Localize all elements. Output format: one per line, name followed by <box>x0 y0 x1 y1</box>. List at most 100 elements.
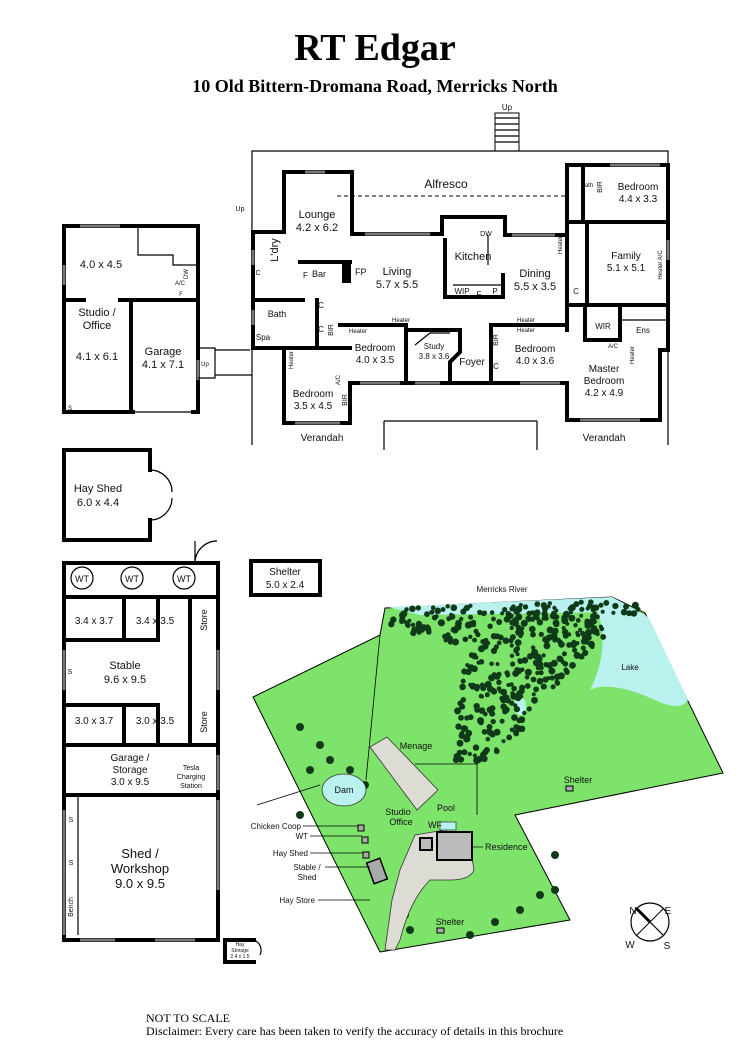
verandah-left-label: Verandah <box>301 433 344 444</box>
tree-icon <box>511 714 518 721</box>
tree-icon <box>561 626 566 631</box>
tree-icon <box>520 619 528 627</box>
tree-icon <box>399 618 405 624</box>
studio-site-label-2: Office <box>389 817 412 827</box>
tree-icon <box>468 614 474 620</box>
tree-icon <box>489 661 494 667</box>
tree-icon <box>456 739 464 747</box>
tree-icon <box>459 703 466 710</box>
tree-icon <box>516 906 524 914</box>
tree-icon <box>575 641 580 646</box>
tree-icon <box>499 718 505 724</box>
tree-icon <box>552 605 557 611</box>
tree-icon <box>515 624 522 631</box>
fireplace-icon <box>342 263 351 283</box>
tree-icon <box>623 603 630 610</box>
compass-e: E <box>665 906 672 917</box>
tree-icon <box>509 606 515 612</box>
tree-icon <box>509 625 514 631</box>
room-living-name: Living <box>383 266 412 278</box>
tree-icon <box>575 618 581 623</box>
menage-arena <box>369 736 439 811</box>
tree-icon <box>409 605 416 613</box>
lake-water <box>590 609 688 706</box>
tree-icon <box>538 670 544 676</box>
tree-icon <box>540 602 547 609</box>
tree-icon <box>590 613 597 621</box>
cupboard-family-label: C <box>573 287 579 296</box>
room-lounge-name: Lounge <box>299 209 336 221</box>
tree-icon <box>551 851 559 859</box>
wt-label: WT <box>177 574 191 584</box>
studio-dw-label: DW <box>184 269 190 279</box>
heater-master-label: Heater <box>630 346 636 364</box>
tree-icon <box>455 723 462 730</box>
tree-icon <box>469 682 477 690</box>
up-label-left: Up <box>236 206 245 213</box>
tree-icon <box>460 608 467 615</box>
tree-icon <box>530 631 536 638</box>
heater-dining-south-label: Heater <box>517 318 535 324</box>
main-house-plan: Up <box>251 103 670 450</box>
studio-garage-name: Garage <box>145 346 182 358</box>
foyer-label: Foyer <box>459 357 485 368</box>
tree-icon <box>406 926 414 934</box>
stairs-up-label: Up <box>502 103 513 112</box>
tree-icon <box>496 640 502 646</box>
room-bedroom-sw-size: 3.5 x 4.5 <box>294 401 333 412</box>
heater-living-label: Heater <box>392 318 410 324</box>
tree-icon <box>458 732 465 739</box>
tree-icon <box>414 625 422 633</box>
tree-icon <box>584 634 592 641</box>
tree-icon <box>524 668 533 676</box>
tree-icon <box>511 685 517 692</box>
stairs <box>494 112 520 152</box>
wf-label: WF <box>428 820 442 830</box>
tree-icon <box>562 661 569 667</box>
stall-size: 3.0 x 3.5 <box>136 716 175 727</box>
wt-site-label: WT <box>296 832 309 841</box>
tree-icon <box>514 639 522 646</box>
tree-icon <box>517 658 524 665</box>
tree-icon <box>513 706 521 713</box>
kitchen-fridge-label: F <box>477 290 482 299</box>
water-tank-icon <box>172 566 196 590</box>
tree-icon <box>543 642 551 650</box>
tree-icon <box>543 662 549 668</box>
shed-name2: Workshop <box>111 861 169 876</box>
compass-s: S <box>664 941 671 952</box>
room-master-name2: Bedroom <box>584 376 625 387</box>
heater-sw-label: Heater <box>289 351 295 369</box>
tree-icon <box>517 667 523 673</box>
tree-icon <box>468 634 473 639</box>
heater-ac-family-label: Heater A/C <box>658 250 664 280</box>
tree-icon <box>535 670 540 676</box>
store-label: Store <box>199 609 209 631</box>
tree-icon <box>500 611 505 616</box>
tree-icon <box>529 625 536 633</box>
site-plan: Merricks River Lake Menage Dam Shelter S… <box>251 585 724 953</box>
tree-icon <box>434 614 439 619</box>
tree-icon <box>600 634 607 640</box>
tree-icon <box>460 725 468 732</box>
tree-cluster <box>296 599 641 939</box>
room-bedroom-mid-l-name: Bedroom <box>355 343 396 354</box>
spa-label: Spa <box>256 333 271 342</box>
tree-icon <box>515 613 523 621</box>
tree-icon <box>525 616 530 621</box>
hay-shed-name: Hay Shed <box>74 483 122 495</box>
tree-icon <box>458 714 464 721</box>
tree-icon <box>450 604 458 612</box>
tree-icon <box>473 628 479 634</box>
room-bedroom-mid-l-size: 4.0 x 3.5 <box>356 355 395 366</box>
tree-icon <box>490 718 496 725</box>
tree-icon <box>534 609 541 616</box>
tree-icon <box>478 707 486 714</box>
tree-icon <box>405 622 411 628</box>
tree-icon <box>550 684 556 690</box>
tree-icon <box>510 634 515 639</box>
tree-icon <box>562 610 570 618</box>
stall-size: 3.0 x 3.7 <box>75 716 114 727</box>
tree-icon <box>534 615 540 621</box>
